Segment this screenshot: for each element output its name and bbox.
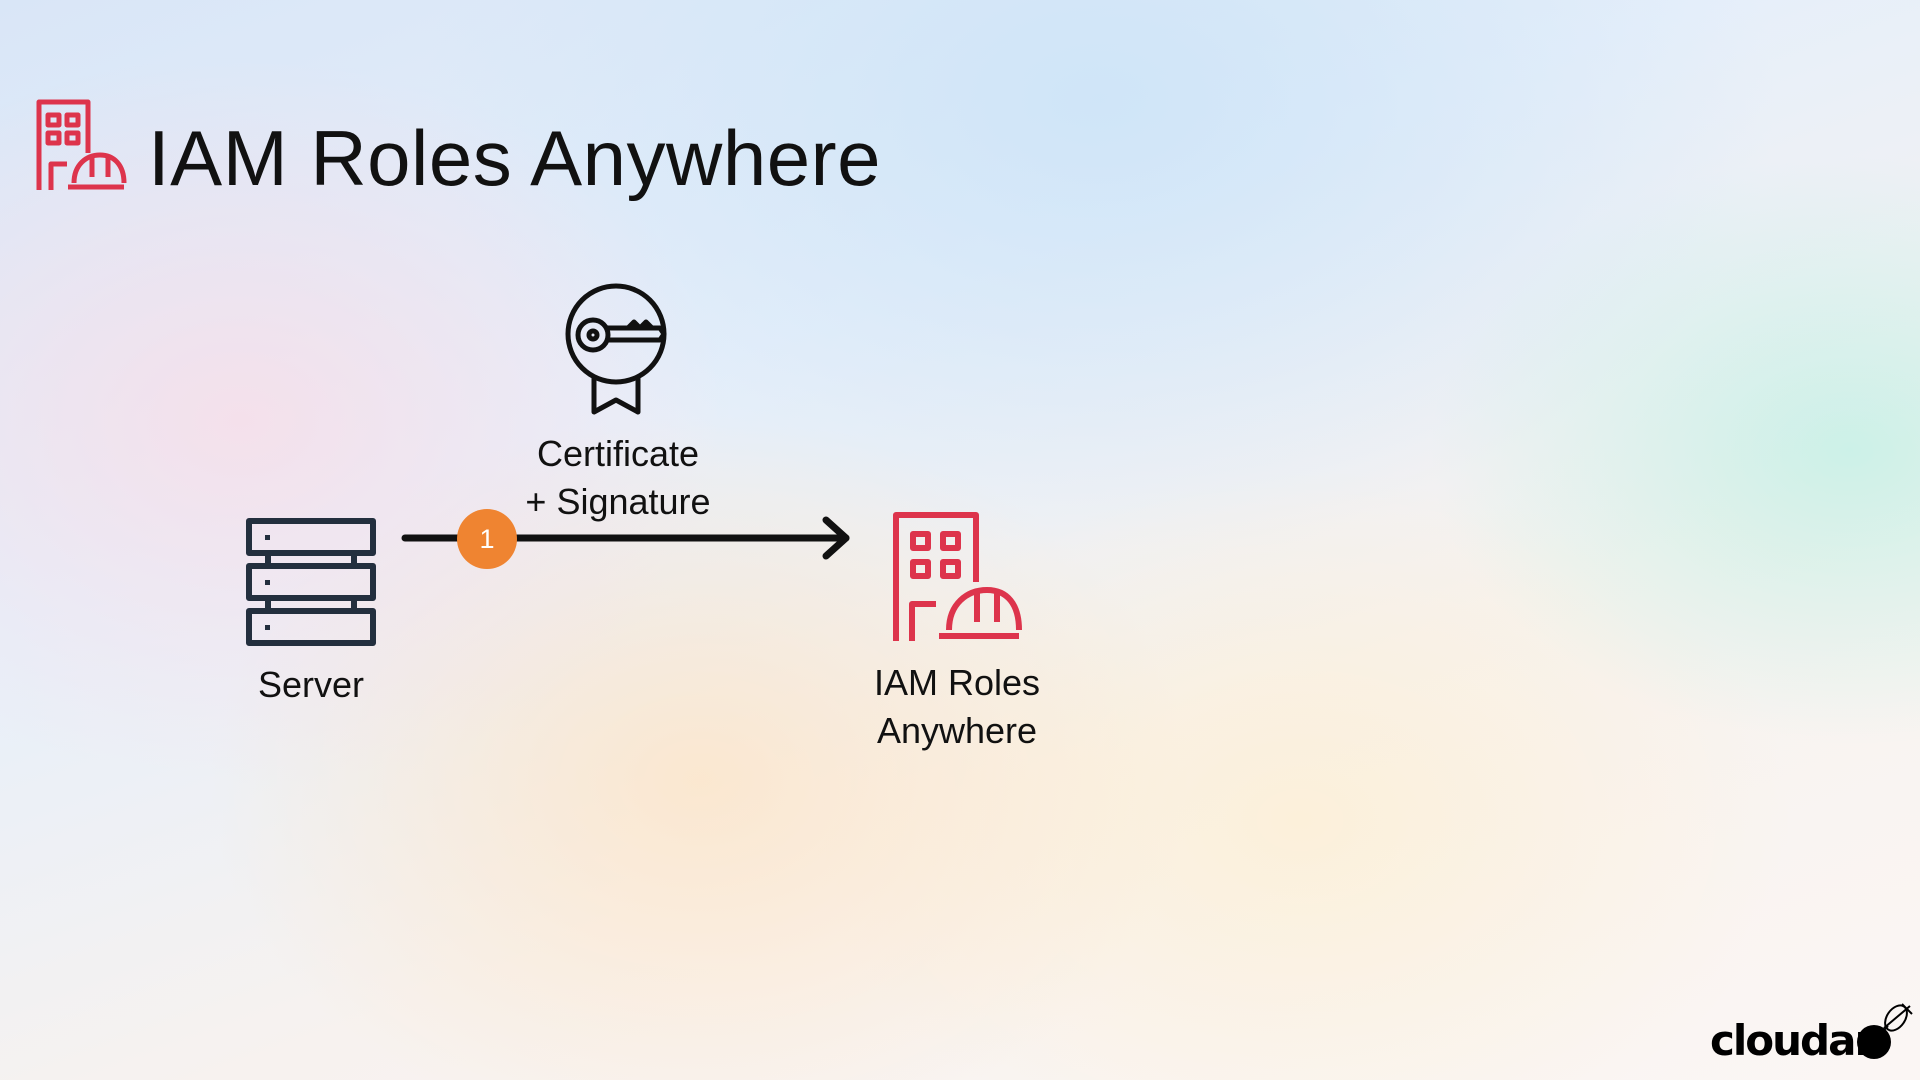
certificate-key-icon (565, 283, 667, 415)
server-label: Server (257, 664, 365, 705)
certificate-label-line-1: Certificate (536, 433, 700, 474)
iam-label-line-1: IAM Roles (873, 662, 1041, 703)
iam-roles-anywhere-title-icon (36, 99, 127, 190)
iam-label-line-2: Anywhere (876, 710, 1038, 751)
certificate-label-line-2: + Signature (525, 481, 711, 522)
certificate-label: Certificate + Signature (518, 430, 718, 526)
step-badge: 1 (457, 509, 517, 569)
cloudar-logo: cloudar (1708, 1003, 1913, 1072)
page-title: IAM Roles Anywhere (148, 114, 881, 202)
iam-roles-anywhere-label: IAM Roles Anywhere (857, 659, 1057, 755)
server-rack-icon (246, 518, 376, 646)
iam-roles-anywhere-icon (893, 512, 1022, 641)
logo-text: cloudar (1710, 1016, 1875, 1065)
satellite-icon (1857, 1003, 1913, 1059)
